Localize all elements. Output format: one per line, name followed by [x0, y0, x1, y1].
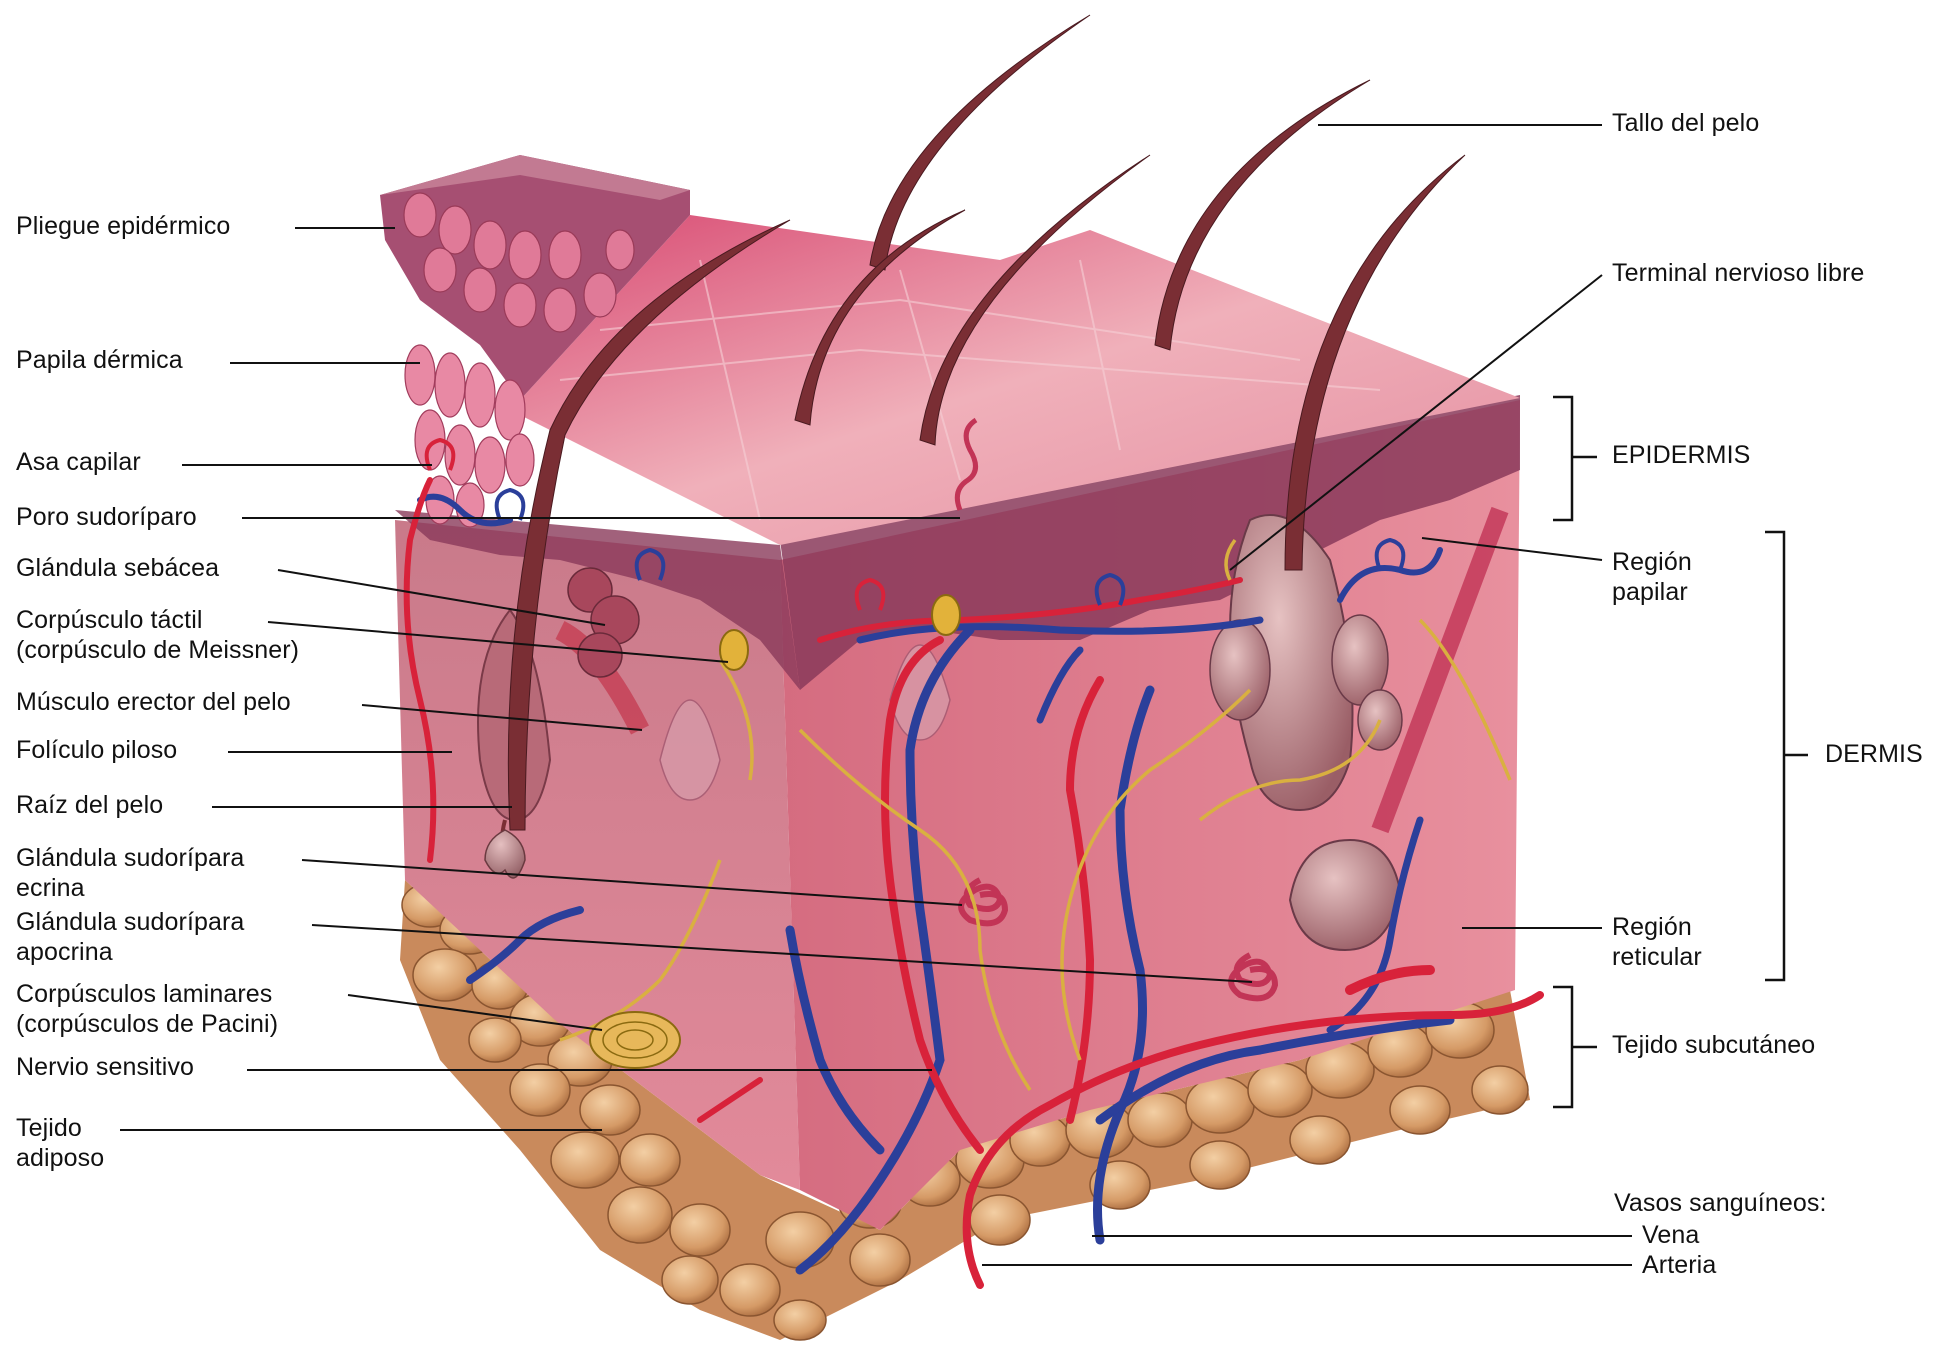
label-glandula-apocrina: Glándula sudorípara apocrina — [16, 907, 244, 967]
label-tejido-subcutaneo: Tejido subcutáneo — [1612, 1030, 1815, 1060]
label-musculo-erector: Músculo erector del pelo — [16, 687, 291, 717]
label-epidermis: EPIDERMIS — [1612, 440, 1750, 470]
label-tallo-del-pelo: Tallo del pelo — [1612, 108, 1759, 138]
label-region-reticular-line1: Región — [1612, 912, 1702, 942]
label-region-papilar-line2: papilar — [1612, 577, 1692, 607]
label-raiz-del-pelo: Raíz del pelo — [16, 790, 163, 820]
label-papila-dermica: Papila dérmica — [16, 345, 183, 375]
pacinian-corpuscle — [590, 1012, 680, 1068]
label-arteria: Arteria — [1642, 1250, 1716, 1280]
label-tejido-adiposo: Tejido adiposo — [16, 1113, 104, 1173]
label-poro-sudoriparo: Poro sudoríparo — [16, 502, 197, 532]
label-corpusculos-laminares: Corpúsculos laminares (corpúsculos de Pa… — [16, 979, 278, 1039]
label-glandula-ecrina-line1: Glándula sudorípara — [16, 843, 244, 873]
label-pliegue-epidermico: Pliegue epidérmico — [16, 211, 230, 241]
label-region-papilar-line1: Región — [1612, 547, 1692, 577]
label-vena: Vena — [1642, 1220, 1699, 1250]
label-tejido-adiposo-line2: adiposo — [16, 1143, 104, 1173]
label-asa-capilar: Asa capilar — [16, 447, 141, 477]
label-terminal-nervioso-libre: Terminal nervioso libre — [1612, 258, 1864, 288]
meissner-corpuscle — [720, 630, 748, 670]
region-brackets — [1553, 397, 1808, 1107]
label-corpusculos-laminares-line1: Corpúsculos laminares — [16, 979, 278, 1009]
label-region-reticular: Región reticular — [1612, 912, 1702, 972]
label-glandula-apocrina-line1: Glándula sudorípara — [16, 907, 244, 937]
label-nervio-sensitivo: Nervio sensitivo — [16, 1052, 194, 1082]
label-region-reticular-line2: reticular — [1612, 942, 1702, 972]
label-corpusculo-tactil-line1: Corpúsculo táctil — [16, 605, 299, 635]
label-corpusculo-tactil: Corpúsculo táctil (corpúsculo de Meissne… — [16, 605, 299, 665]
label-dermis: DERMIS — [1825, 739, 1940, 769]
label-foliculo-piloso: Folículo piloso — [16, 735, 177, 765]
label-vasos-sanguineos: Vasos sanguíneos: — [1614, 1188, 1827, 1218]
label-corpusculos-laminares-line2: (corpúsculos de Pacini) — [16, 1009, 278, 1039]
label-glandula-ecrina: Glándula sudorípara ecrina — [16, 843, 244, 903]
label-tejido-adiposo-line1: Tejido — [16, 1113, 104, 1143]
label-region-papilar: Región papilar — [1612, 547, 1692, 607]
label-corpusculo-tactil-line2: (corpúsculo de Meissner) — [16, 635, 299, 665]
label-glandula-ecrina-line2: ecrina — [16, 873, 244, 903]
label-glandula-apocrina-line2: apocrina — [16, 937, 244, 967]
label-glandula-sebacea: Glándula sebácea — [16, 553, 219, 583]
